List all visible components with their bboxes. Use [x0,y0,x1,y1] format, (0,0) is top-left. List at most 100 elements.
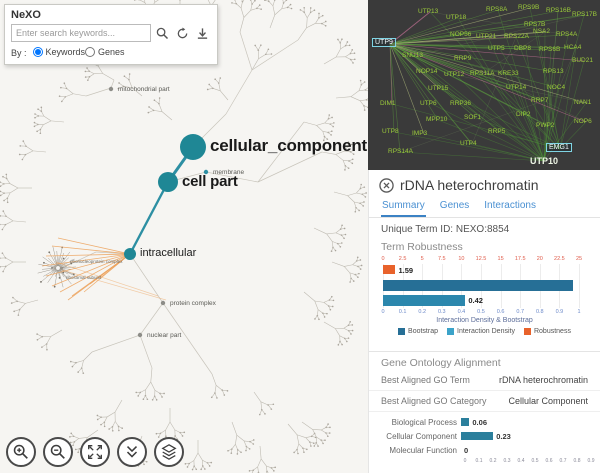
tree-node-cellular-component[interactable] [180,134,206,160]
gene-label-utp21[interactable]: UTP21 [476,33,497,40]
detail-tabs: Summary Genes Interactions [369,196,600,218]
tree-small-label-membrane[interactable]: membrane [213,169,245,176]
tree-node-label-intracellular[interactable]: intracellular [140,247,197,260]
bottom-axis-tick: 1 [577,309,581,315]
gene-label-utp4[interactable]: UTP4 [460,140,477,147]
reset-button[interactable] [174,25,191,42]
gene-label-rps16b[interactable]: RPS16B [546,7,571,14]
collapse-button[interactable] [117,437,147,467]
tree-small-node[interactable] [160,300,166,306]
gene-label-utp9[interactable]: UTP9 [372,38,396,47]
gene-label-rps22a[interactable]: RPS22A [504,33,529,40]
gene-label-snu13[interactable]: SNU13 [402,52,423,59]
alignment-bar [461,418,470,426]
gene-label-utp6[interactable]: UTP6 [420,100,437,107]
gene-label-rrp36[interactable]: RRP36 [450,100,471,107]
gene-label-imp3[interactable]: IMP3 [412,130,428,137]
gene-label-nop14[interactable]: NOP14 [416,68,438,75]
gene-label-utp12[interactable]: UTP12 [444,71,465,78]
gene-label-sof1[interactable]: SOF1 [464,114,481,121]
tree-node-intracellular[interactable] [124,248,136,260]
layers-button[interactable] [154,437,184,467]
tree-node-label-cellular-component[interactable]: cellular_component [210,136,367,156]
tree-small-label-mitochondrial-part[interactable]: mitochondrial part [118,86,170,93]
tree-node-cell-part[interactable] [158,172,178,192]
radio-input-genes[interactable] [85,47,96,57]
gene-label-utp14[interactable]: UTP14 [506,84,527,91]
gene-label-nan1[interactable]: NAN1 [574,99,592,106]
gene-label-rps14a[interactable]: RPS14A [388,148,413,155]
search-icon [156,27,169,39]
collapse-icon [126,446,138,458]
tab-genes[interactable]: Genes [439,200,470,211]
bottom-axis-tick: 0.8 [535,309,544,315]
legend-swatch [398,328,406,335]
gene-label-hca4[interactable]: HCA4 [564,44,582,51]
radio-input-keywords[interactable] [32,47,43,57]
network-edges [389,7,587,162]
search-button[interactable] [154,25,171,42]
gene-label-rps7b[interactable]: RPS7B [524,21,546,28]
ontology-tree-canvas [0,0,368,473]
tree-small-node[interactable] [108,86,114,92]
gene-label-rrp9[interactable]: RRP9 [454,55,472,62]
gene-label-rps17b[interactable]: RPS17B [572,11,597,18]
gene-label-emg1[interactable]: EMG1 [546,143,572,152]
go-alignment-section-title: Gene Ontology Alignment [381,357,501,369]
gene-label-utp13[interactable]: UTP13 [418,8,439,15]
close-icon [379,177,394,193]
search-row [11,24,211,42]
gene-label-pwp2[interactable]: PWP2 [536,122,555,129]
gene-label-utp8[interactable]: UTP8 [382,128,399,135]
top-axis-tick: 15 [497,256,504,262]
gene-label-mpp10[interactable]: MPP10 [426,116,448,123]
download-button[interactable] [194,25,211,42]
alignment-axis-tick: 0.1 [475,458,483,464]
search-input[interactable] [11,24,151,42]
gene-label-utp15[interactable]: UTP15 [428,85,449,92]
gene-label-kre33[interactable]: KRE33 [498,70,519,77]
gene-label-nsa2[interactable]: NSA2 [533,28,550,35]
gene-label-utp5[interactable]: UTP5 [488,45,505,52]
tree-node-label-cell-part[interactable]: cell part [182,172,238,190]
gene-label-utp18[interactable]: UTP18 [446,14,467,21]
gene-label-dbp8[interactable]: DBP8 [514,45,531,52]
zoom-out-button[interactable] [43,437,73,467]
gene-label-nop56[interactable]: NOP56 [450,31,472,38]
chart-gridline [579,264,580,308]
radio-keywords[interactable]: Keywords [32,47,85,57]
radio-genes[interactable]: Genes [85,47,125,57]
gene-label-rps4a[interactable]: RPS4A [556,31,578,38]
divider [369,351,600,352]
gene-label-rps6b[interactable]: RPS6B [539,46,561,53]
gene-label-rps9b[interactable]: RPS9B [518,4,540,11]
gene-label-rrp5[interactable]: RRP5 [488,128,506,135]
fit-button[interactable] [80,437,110,467]
gene-label-rps11a[interactable]: RPS11A [470,70,495,77]
gene-label-rrp7[interactable]: RRP7 [531,97,549,104]
gene-label-nop6[interactable]: NOP6 [574,118,592,125]
tree-highlight-edges [41,237,167,301]
top-axis-tick: 2.5 [398,256,407,262]
tab-summary[interactable]: Summary [381,196,426,217]
alignment-axis-tick: 0 [463,458,467,464]
gene-label-dim1[interactable]: DIM1 [380,100,396,107]
zoom-in-button[interactable] [6,437,36,467]
bottom-axis-tick: 0.6 [496,309,505,315]
tree-small-label-nuclear-part[interactable]: nuclear part [147,332,182,339]
tab-interactions[interactable]: Interactions [484,200,536,211]
gene-label-utp10[interactable]: UTP10 [530,156,559,166]
gene-label-rps13[interactable]: RPS13 [543,68,564,75]
tree-small-label-protein-complex[interactable]: protein complex [170,300,216,307]
tree-small-node[interactable] [203,169,209,175]
gene-label-bud21[interactable]: BUD21 [572,57,593,64]
gene-label-rps8a[interactable]: RPS8A [486,6,508,13]
close-button[interactable] [379,177,394,193]
tree-small-node[interactable] [137,332,143,338]
gene-label-noc4[interactable]: NOC4 [547,84,566,91]
bottom-axis-tick: 0.3 [437,309,446,315]
gene-label-dip2[interactable]: DIP2 [516,111,531,118]
